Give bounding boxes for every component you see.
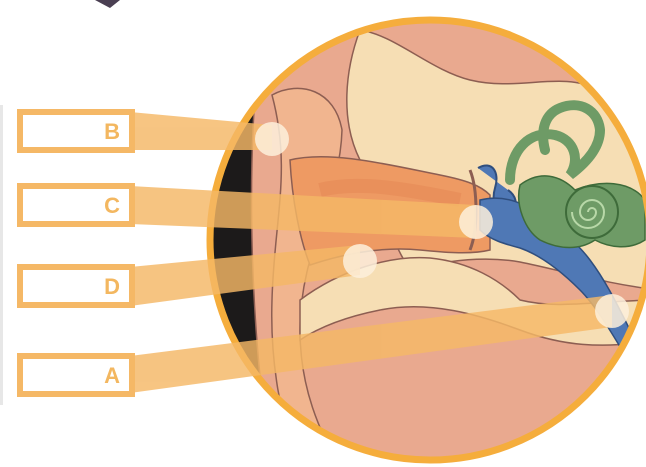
marker-D (343, 244, 377, 278)
left-edge-line (0, 105, 3, 405)
top-fragment-icon (95, 0, 120, 8)
label-box-C: C (20, 186, 132, 224)
marker-B (255, 122, 289, 156)
label-D-text: D (104, 274, 120, 299)
label-B-text: B (104, 119, 120, 144)
label-C-text: C (104, 193, 120, 218)
label-box-D: D (20, 267, 132, 305)
label-box-A: A (20, 356, 132, 394)
marker-A (595, 294, 629, 328)
marker-C (459, 205, 493, 239)
label-A-text: A (104, 363, 120, 388)
label-box-B: B (20, 112, 132, 150)
cochlea (566, 186, 618, 238)
